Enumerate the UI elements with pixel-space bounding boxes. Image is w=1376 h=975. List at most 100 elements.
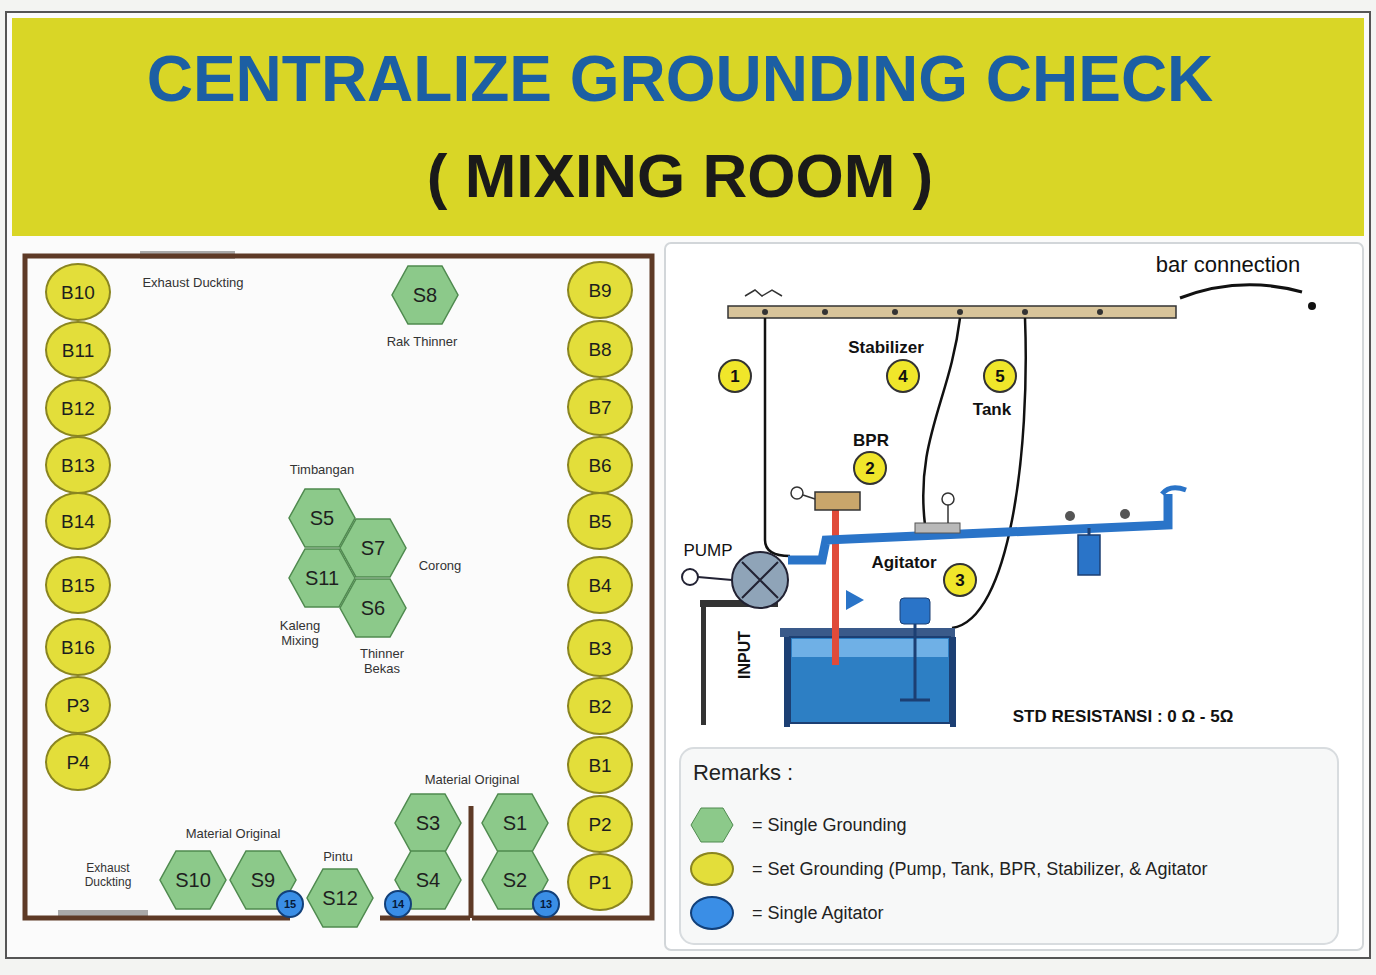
set-grounding-point: B3 (567, 619, 633, 677)
room-label: Kaleng Mixing (270, 619, 330, 649)
part-label: Stabilizer (848, 338, 924, 358)
node-text: B3 (588, 639, 611, 658)
spec-note: STD RESISTANSI : 0 Ω - 5Ω (1013, 707, 1234, 727)
room-label: Rak Thinner (387, 335, 458, 350)
node-text: S12 (322, 888, 358, 908)
node-text: 1 (730, 368, 739, 385)
node-text: S11 (305, 568, 339, 588)
hexagon-shape (482, 794, 548, 852)
set-grounding-point: B15 (45, 556, 111, 614)
single-grounding-point: S3 (394, 793, 462, 853)
single-grounding-point: S6 (339, 578, 407, 638)
node-text: S2 (503, 870, 527, 890)
node-text: 13 (540, 899, 552, 910)
set-grounding-point: B5 (567, 492, 633, 550)
single-agitator-point: 14 (384, 890, 412, 918)
poster-title: CENTRALIZE GROUNDING CHECK (147, 43, 1214, 117)
node-text: 2 (865, 460, 874, 477)
hexagon-shape (395, 794, 461, 852)
node-text: S9 (251, 870, 275, 890)
node-text: S10 (175, 870, 211, 890)
hexagon-shape (230, 851, 296, 909)
set-grounding-point: B8 (567, 320, 633, 378)
callout-number: 5 (983, 359, 1017, 393)
set-grounding-point: B13 (45, 436, 111, 494)
node-text: S6 (361, 598, 385, 618)
node-text: S7 (361, 538, 385, 558)
node-text: B5 (588, 512, 611, 531)
set-grounding-point: B10 (45, 263, 111, 321)
set-grounding-point: P4 (45, 733, 111, 791)
single-grounding-point: S12 (306, 868, 374, 928)
set-grounding-point: B7 (567, 378, 633, 436)
room-label: Exhaust Duckting (73, 862, 143, 890)
set-grounding-point: P2 (567, 795, 633, 853)
legend-text: = Single Agitator (752, 903, 884, 924)
part-label: bar connection (1156, 252, 1300, 277)
node-text: 4 (898, 368, 907, 385)
node-text: S3 (416, 813, 440, 833)
room-label: Exhaust Duckting (142, 276, 243, 291)
single-grounding-point: S10 (159, 850, 227, 910)
node-text: B11 (62, 341, 94, 360)
room-label: Pintu (323, 850, 353, 865)
part-label: Tank (973, 400, 1011, 420)
node-text: S5 (310, 508, 334, 528)
set-grounding-point: B6 (567, 436, 633, 494)
set-grounding-point: B2 (567, 677, 633, 735)
set-grounding-point: B4 (567, 556, 633, 614)
single-grounding-point: S8 (391, 265, 459, 325)
set-grounding-point: B9 (567, 261, 633, 319)
hexagon-shape (340, 579, 406, 637)
node-text: P3 (66, 696, 89, 715)
set-grounding-point: B11 (45, 321, 111, 379)
node-text: B2 (588, 697, 611, 716)
subtitle: ( MIXING ROOM ) (427, 140, 933, 211)
node-text: 15 (284, 899, 296, 910)
node-text: P1 (588, 873, 611, 892)
legend-swatch (690, 896, 734, 930)
callout-number: 2 (853, 451, 887, 485)
hexagon-shape (160, 851, 226, 909)
legend-swatch (690, 852, 734, 886)
node-text: B8 (588, 340, 611, 359)
part-label: PUMP (683, 541, 732, 561)
node-text: B9 (588, 281, 611, 300)
single-grounding-point: S1 (481, 793, 549, 853)
legend-text: = Single Grounding (752, 815, 907, 836)
node-text: B14 (61, 512, 95, 531)
hexagon-shape (392, 266, 458, 324)
callout-number: 1 (718, 359, 752, 393)
node-text: B12 (61, 399, 95, 418)
node-text: P4 (66, 753, 89, 772)
room-label: Corong (419, 559, 462, 574)
node-text: B6 (588, 456, 611, 475)
set-grounding-point: B16 (45, 618, 111, 676)
room-label: Timbangan (290, 463, 355, 478)
node-text: B1 (588, 756, 611, 775)
room-label: Thinner Bekas (352, 647, 412, 677)
callout-number: 3 (943, 563, 977, 597)
node-text: B4 (588, 576, 611, 595)
single-agitator-point: 15 (276, 890, 304, 918)
single-agitator-point: 13 (532, 890, 560, 918)
node-text: 5 (995, 368, 1004, 385)
set-grounding-point: B12 (45, 379, 111, 437)
node-text: S4 (416, 870, 440, 890)
node-text: B10 (61, 283, 95, 302)
remarks-heading: Remarks : (693, 760, 793, 785)
room-label: Material Original (425, 773, 520, 788)
part-label: INPUT (736, 631, 754, 679)
part-label: BPR (853, 431, 889, 451)
set-grounding-point: B14 (45, 492, 111, 550)
node-text: S8 (413, 285, 437, 305)
legend-text: = Set Grounding (Pump, Tank, BPR, Stabil… (752, 859, 1207, 880)
hexagon-shape (307, 869, 373, 927)
room-label: Material Original (186, 827, 281, 842)
node-text: B7 (588, 398, 611, 417)
node-text: B15 (61, 576, 95, 595)
part-label: Agitator (871, 553, 936, 573)
node-text: B13 (61, 456, 95, 475)
set-grounding-point: P3 (45, 676, 111, 734)
